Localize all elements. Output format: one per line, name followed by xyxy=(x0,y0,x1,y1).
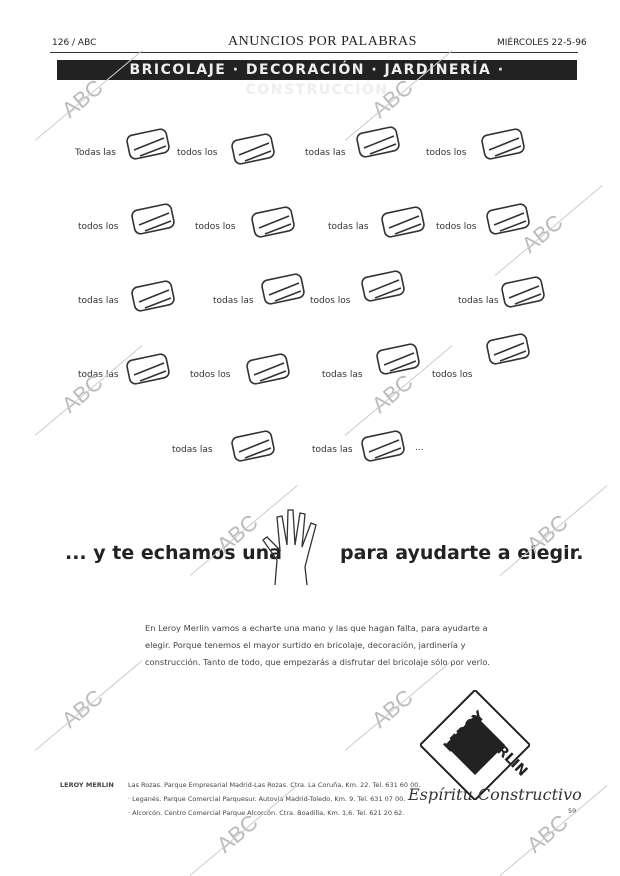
hammer-icon xyxy=(480,325,538,373)
drill-icon xyxy=(495,268,553,316)
product-label: todos los xyxy=(177,148,218,158)
tagline-left: ... y te echamos una xyxy=(65,542,282,564)
table-lamp-icon xyxy=(255,265,313,313)
store-las-rozas: Las Rozas. Parque Empresarial Madrid-Las… xyxy=(128,781,421,789)
product-label: todos los xyxy=(190,370,231,380)
nut-icon xyxy=(355,422,413,470)
product-label: todas las xyxy=(458,296,499,306)
store-alcorcon: · Alcorcón. Centro Comercial Parque Alco… xyxy=(128,809,405,817)
footer-brand: LEROY MERLIN xyxy=(60,781,114,789)
body-text: En Leroy Merlin vamos a echarte una mano… xyxy=(145,623,490,667)
tagline-right: para ayudarte a elegir. xyxy=(340,542,584,564)
paint-brush-icon xyxy=(350,118,408,166)
product-label: todos los xyxy=(426,148,467,158)
footer-ref: 59 xyxy=(568,807,577,815)
paint-pots-icon xyxy=(475,120,533,168)
door-icon xyxy=(370,335,428,383)
electric-plug-icon xyxy=(125,195,183,243)
page-number: 126 / ABC xyxy=(52,38,97,48)
light-bulb-icon xyxy=(120,120,178,168)
store-list: Las Rozas. Parque Empresarial Madrid-Las… xyxy=(128,778,420,820)
watermark-line xyxy=(34,660,143,751)
product-label: todas las xyxy=(213,296,254,306)
product-label: todas las xyxy=(78,370,119,380)
lawn-mower-icon xyxy=(355,262,413,310)
faucet-icon xyxy=(120,345,178,393)
logo-slogan: Espíritu Constructivo xyxy=(408,785,582,804)
rug-icon xyxy=(125,272,183,320)
product-label: todas las xyxy=(78,296,119,306)
product-label: todas las xyxy=(172,445,213,455)
product-label: todos los xyxy=(195,222,236,232)
product-label: Todas las xyxy=(75,148,116,158)
product-label: todos los xyxy=(432,370,473,380)
product-label: todas las xyxy=(322,370,363,380)
header-rule xyxy=(50,52,578,53)
floor-tiles-icon xyxy=(225,422,283,470)
product-label: todas las xyxy=(305,148,346,158)
product-label: todas las xyxy=(328,222,369,232)
hand-icon xyxy=(255,505,330,590)
product-label: todos los xyxy=(78,222,119,232)
product-label: todas las xyxy=(312,445,353,455)
paint-roller-icon xyxy=(240,345,298,393)
store-leganes: · Leganés. Parque Comercial Parquesur. A… xyxy=(128,795,406,803)
issue-date: MIÉRCOLES 22-5-96 xyxy=(497,38,587,48)
section-title: ANUNCIOS POR PALABRAS xyxy=(228,34,417,49)
trowel-icon xyxy=(375,198,433,246)
product-label: todos los xyxy=(436,222,477,232)
category-banner: BRICOLAJE · DECORACIÓN · JARDINERÍA · CO… xyxy=(57,60,577,98)
brick-icon xyxy=(245,198,303,246)
wrench-icon xyxy=(480,195,538,243)
bathtub-icon xyxy=(225,125,283,173)
ellipsis: ... xyxy=(415,443,424,453)
product-label: todos los xyxy=(310,296,351,306)
